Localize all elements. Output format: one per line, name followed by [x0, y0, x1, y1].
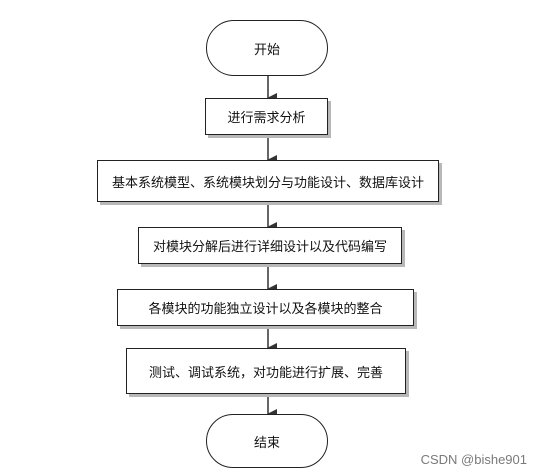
step-label: 对模块分解后进行详细设计以及代码编写	[152, 240, 387, 255]
step-label: 基本系统模型、系统模块划分与功能设计、数据库设计	[111, 175, 424, 191]
step-module-integration: 各模块的功能独立设计以及各模块的整合	[117, 289, 414, 326]
step-label: 进行需求分析	[227, 111, 306, 126]
step-detailed-design: 对模块分解后进行详细设计以及代码编写	[138, 227, 402, 264]
step-label: 各模块的功能独立设计以及各模块的整合	[148, 302, 383, 317]
watermark: CSDN @bishe901	[420, 452, 527, 467]
end-label: 结束	[253, 435, 280, 451]
step-label: 测试、调试系统，对功能进行扩展、完善	[148, 365, 383, 381]
step-requirements-analysis: 进行需求分析	[205, 98, 328, 135]
start-terminal: 开始	[206, 20, 328, 76]
end-terminal: 结束	[206, 414, 328, 468]
step-testing: 测试、调试系统，对功能进行扩展、完善	[126, 348, 406, 394]
step-system-design: 基本系统模型、系统模块划分与功能设计、数据库设计	[97, 160, 439, 202]
start-label: 开始	[253, 42, 280, 58]
